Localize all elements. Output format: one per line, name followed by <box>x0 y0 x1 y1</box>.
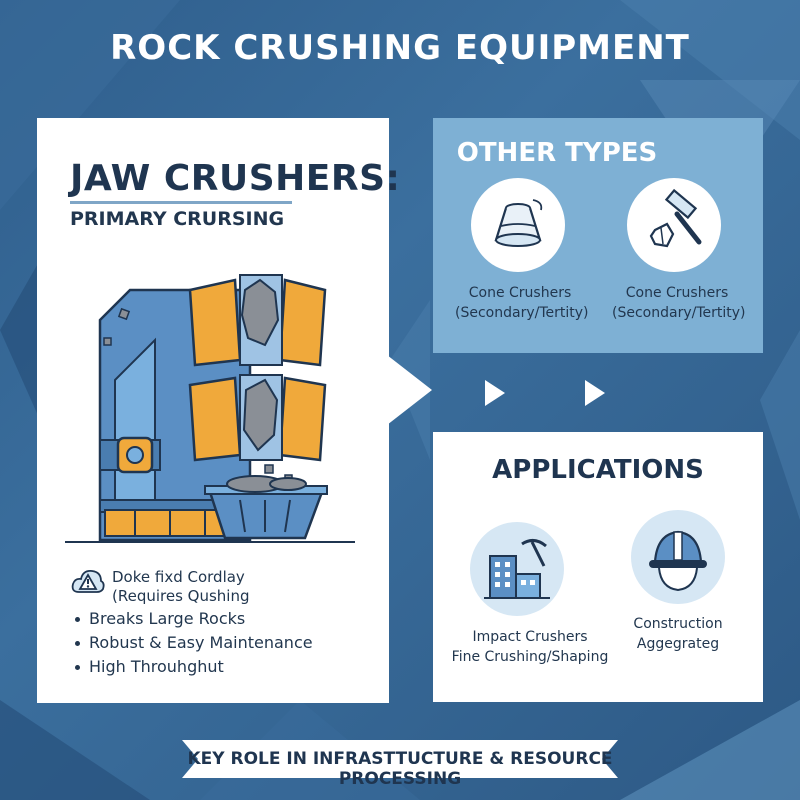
other-type-caption: Cone Crushers (Secondary/Tertity) <box>455 285 589 321</box>
building-construction-icon <box>470 522 564 616</box>
list-item: Breaks Large Rocks <box>75 607 313 631</box>
connector-arrow <box>387 355 432 425</box>
bullet-dot <box>75 641 80 646</box>
other-types-heading: OTHER TYPES <box>456 138 658 168</box>
jaw-subheading: PRIMARY CRURSING <box>70 208 285 230</box>
jaw-feature-list: Breaks Large Rocks Robust & Easy Mainten… <box>75 607 313 679</box>
cone-crusher-icon <box>471 178 565 272</box>
warning-icon <box>71 570 105 593</box>
flow-arrow-icon <box>585 380 605 406</box>
bottom-banner <box>182 740 618 778</box>
jaw-heading: JAW CRUSHERS: <box>70 158 401 199</box>
hard-hat-icon <box>631 510 725 604</box>
applications-heading: APPLICATIONS <box>492 455 704 485</box>
bullet-dot <box>75 617 80 622</box>
other-type-caption: Cone Crushers (Secondary/Tertity) <box>612 285 746 321</box>
list-item: High Throuhghut <box>75 655 313 679</box>
hammer-rock-icon <box>627 178 721 272</box>
flow-arrow-icon <box>485 380 505 406</box>
warning-note: Doke fixd Cordlay (Requires Qushing <box>112 568 250 606</box>
jaw-crusher-illustration <box>65 274 355 543</box>
bullet-dot <box>75 665 80 670</box>
page-title: ROCK CRUSHING EQUIPMENT <box>110 28 690 68</box>
heading-underline <box>70 201 292 204</box>
banner-text: KEY ROLE IN INFRASTTUCTURE & RESOURCE PR… <box>187 749 613 789</box>
application-caption: Construction Aggegrateg <box>633 616 723 652</box>
list-item: Robust & Easy Maintenance <box>75 631 313 655</box>
warning-line-2: (Requires Qushing <box>112 587 250 605</box>
warning-line-1: Doke fixd Cordlay <box>112 568 245 586</box>
application-caption: Impact Crushers Fine Crushing/Shaping <box>451 629 609 665</box>
